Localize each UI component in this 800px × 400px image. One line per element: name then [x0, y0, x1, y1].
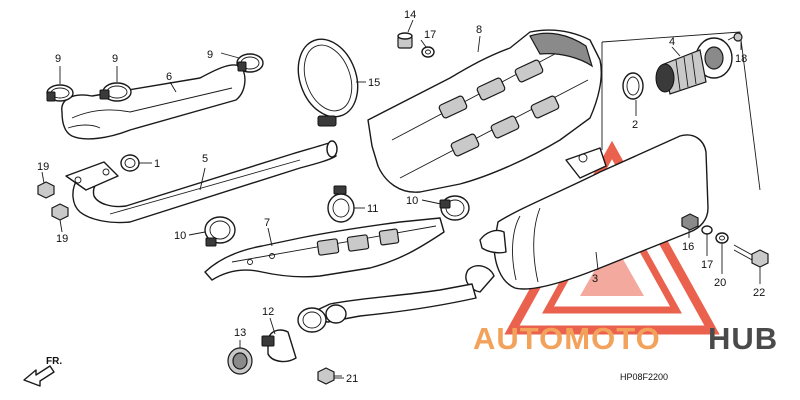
part-6-pipe-cover	[61, 64, 246, 140]
callout-17: 17	[424, 29, 436, 41]
part-10-clamp-right	[439, 195, 470, 221]
callout-3: 3	[592, 273, 598, 285]
callout-18: 18	[735, 53, 747, 65]
callout-11: 11	[367, 203, 378, 215]
callout-14: 14	[404, 9, 416, 21]
part-8-upper-shield	[367, 29, 602, 193]
part-21-bolt	[317, 367, 342, 385]
callout-15: 15	[368, 77, 380, 89]
callout-17: 17	[701, 259, 713, 271]
watermark-text: AUTOMOTO HUB	[473, 321, 778, 356]
callout-6: 6	[166, 71, 172, 83]
callout-8: 8	[476, 24, 482, 36]
part-4-spark-arrester	[655, 37, 733, 95]
callout-9: 9	[207, 49, 213, 61]
part-17-washer-rear	[701, 225, 713, 235]
part-14-bolt	[397, 32, 413, 49]
callout-1: 1	[154, 158, 160, 170]
callout-16: 16	[682, 241, 694, 253]
part-19-nut-lower	[51, 203, 69, 221]
part-2-gasket	[622, 72, 644, 100]
callout-19: 19	[37, 161, 49, 173]
part-9-clamp-left	[46, 84, 74, 102]
part-13-rubber	[227, 347, 253, 375]
part-7-heat-shield	[204, 217, 445, 281]
part-1-gasket	[120, 154, 140, 172]
callout-13: 13	[234, 327, 246, 339]
direction-label: FR.	[46, 356, 62, 367]
front-direction-indicator: FR.	[23, 356, 62, 387]
part-5-exhaust-pipe	[65, 140, 338, 224]
part-18-screw	[727, 32, 743, 42]
part-11-clamp	[327, 185, 355, 223]
callout-20: 20	[714, 277, 726, 289]
part-12-connecting-pipe	[261, 283, 477, 363]
leader-lines	[41, 19, 761, 379]
part-10-clamp-left	[204, 216, 236, 247]
callout-10: 10	[174, 230, 186, 242]
watermark-text-hub: HUB	[708, 321, 778, 356]
part-9-clamp-right	[236, 53, 264, 73]
watermark-text-automoto: AUTOMOTO	[473, 321, 661, 356]
callout-12: 12	[262, 306, 274, 318]
part-9-clamp-middle	[99, 82, 132, 102]
callout-2: 2	[632, 119, 638, 131]
callout-21: 21	[346, 373, 358, 385]
part-15-band	[297, 38, 359, 127]
part-16-collar	[681, 213, 699, 231]
callout-numbers: 9 9 9 6 1 5 19 19 10 11 7 8 15 14 17 10 …	[37, 9, 765, 385]
diagram-code: HP08F2200	[620, 372, 668, 382]
callout-9: 9	[55, 53, 61, 65]
part-3-muffler	[465, 134, 709, 293]
callout-9: 9	[112, 53, 118, 65]
callout-4: 4	[669, 36, 675, 48]
callout-19: 19	[56, 233, 68, 245]
part-19-nut-upper	[37, 181, 55, 199]
callout-7: 7	[264, 217, 270, 229]
callout-10: 10	[406, 195, 418, 207]
callout-22: 22	[753, 287, 765, 299]
callout-5: 5	[202, 153, 208, 165]
assembly-frame	[601, 31, 761, 191]
part-22-bolt	[733, 244, 769, 268]
part-20-washer	[715, 232, 729, 244]
part-17-washer-top	[421, 46, 435, 58]
